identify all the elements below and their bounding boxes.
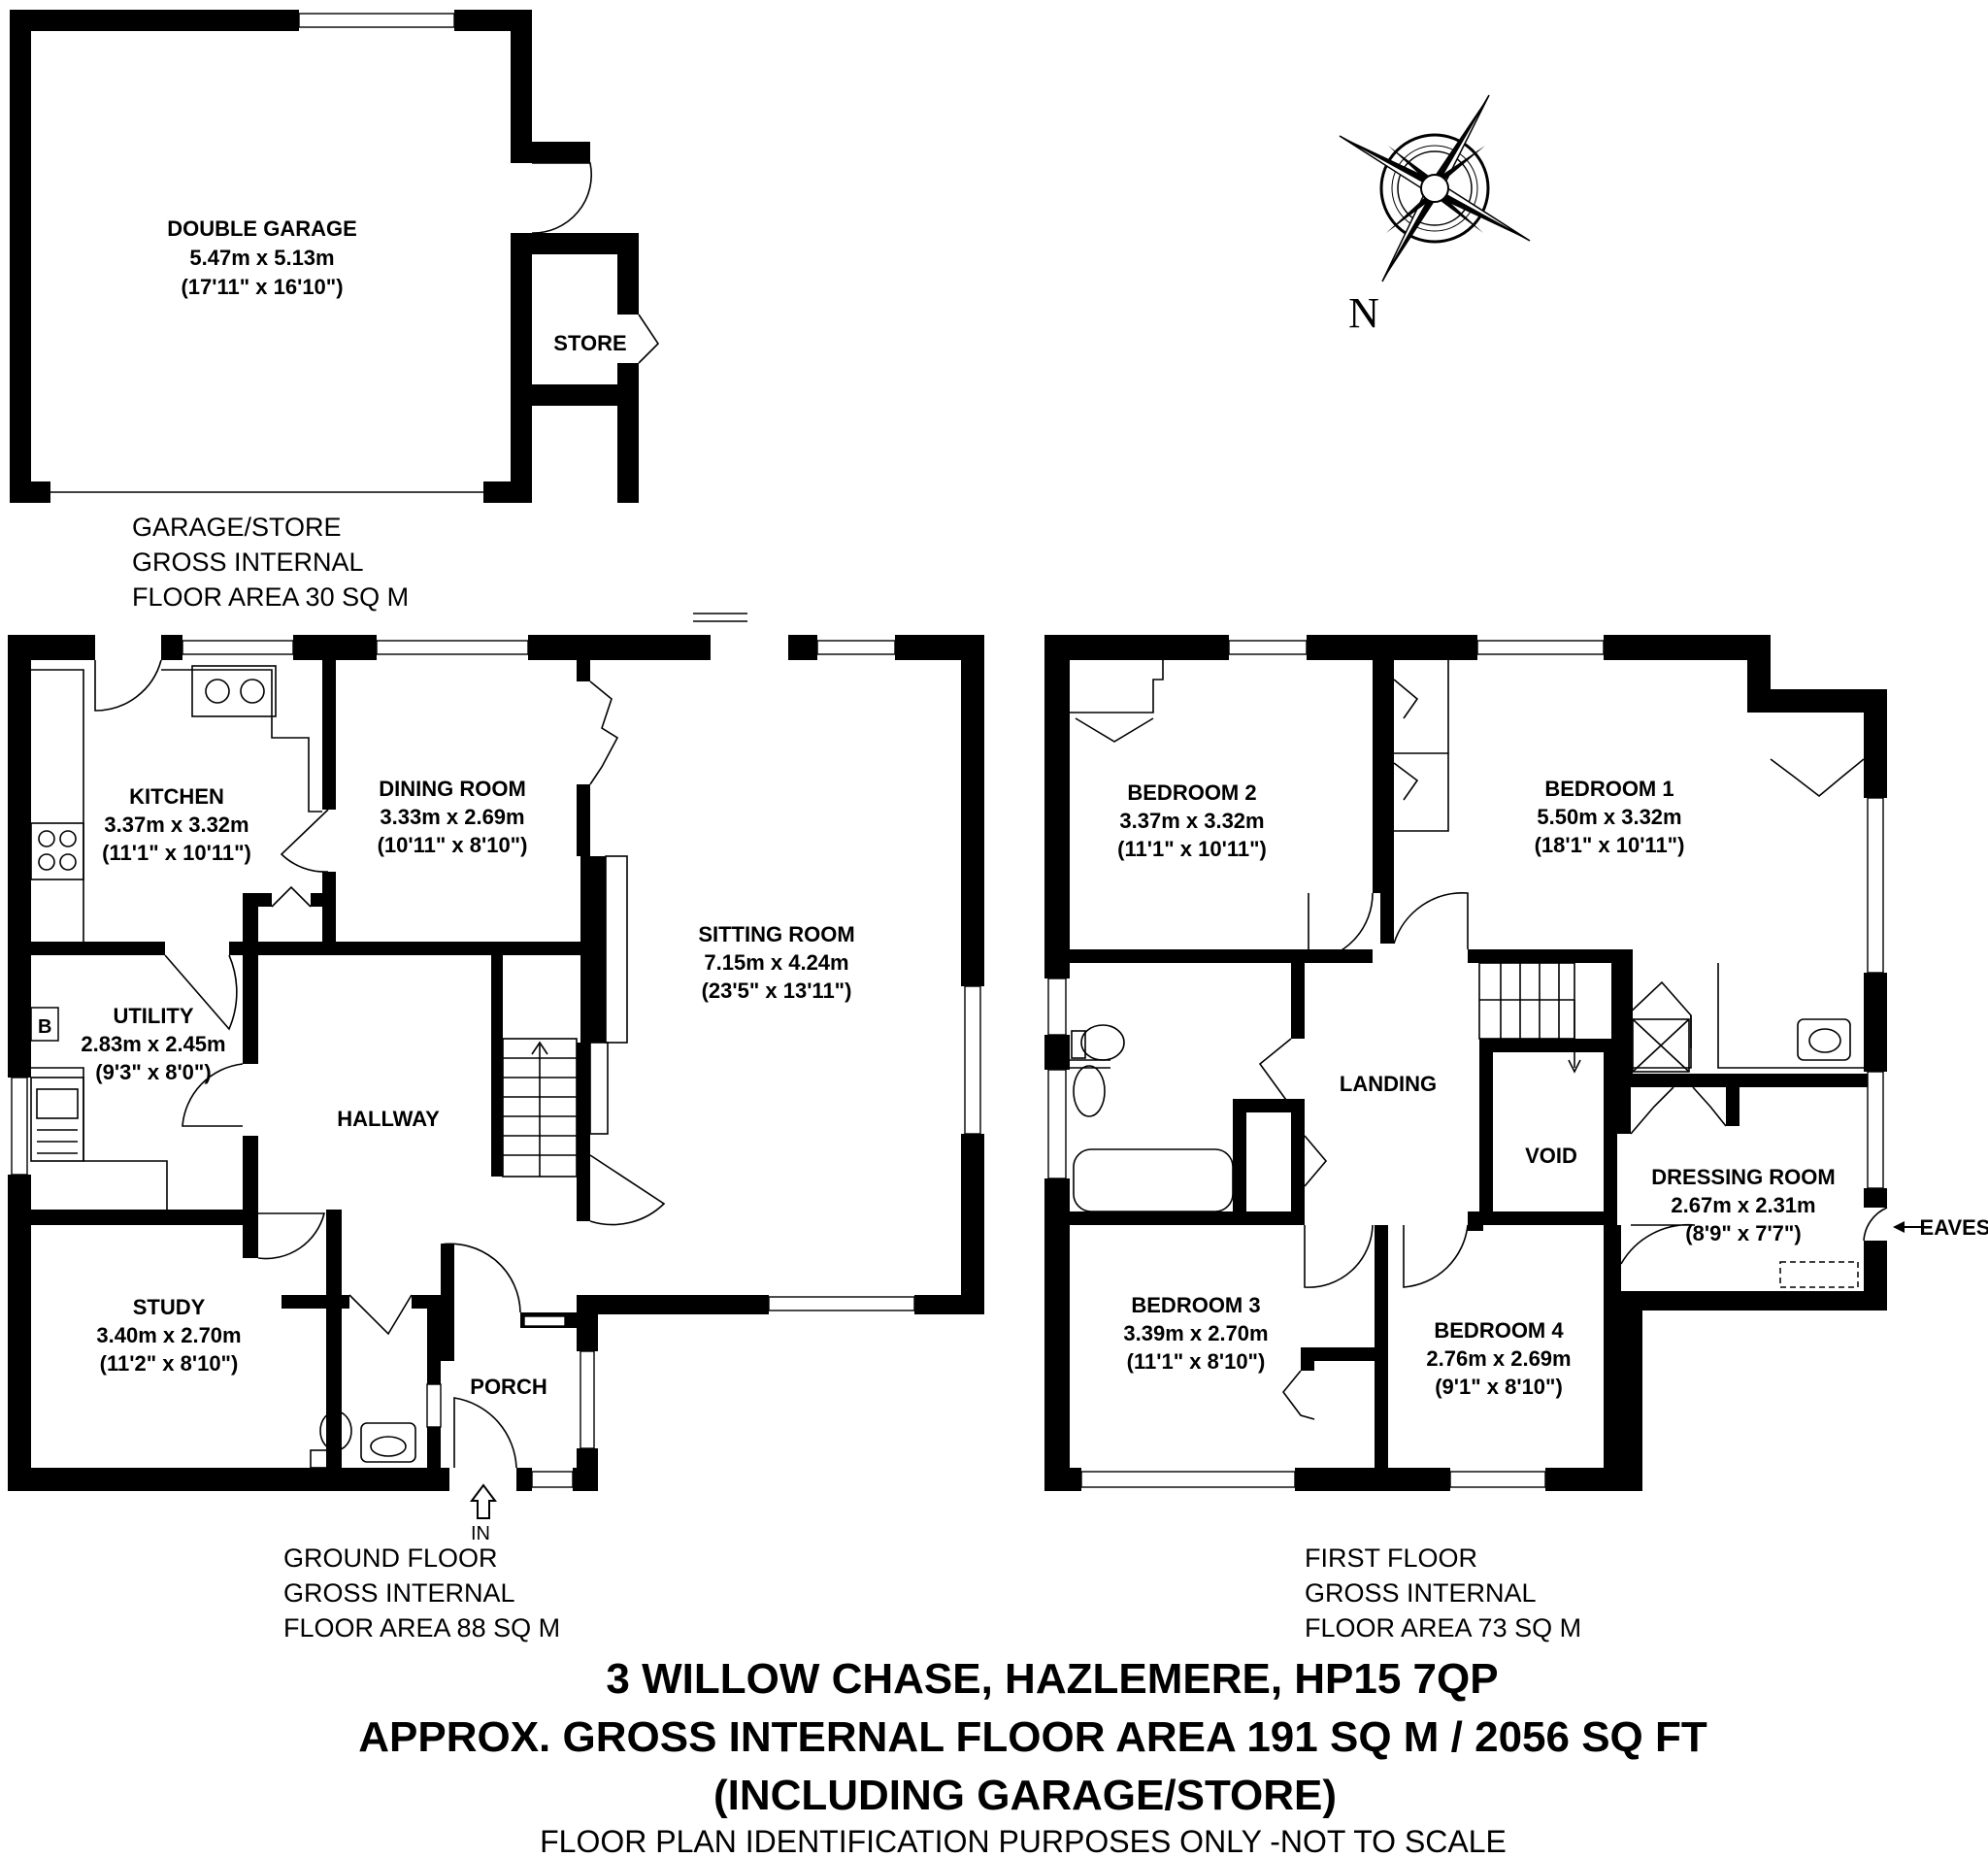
bedroom-1-metric: 5.50m x 3.32m bbox=[1537, 805, 1681, 829]
first-floor-stairs bbox=[1478, 962, 1581, 1074]
boiler-label: B bbox=[38, 1016, 51, 1038]
dressing-room-label: DRESSING ROOM bbox=[1651, 1165, 1835, 1189]
eaves-box bbox=[1779, 1261, 1859, 1288]
ground-stairs bbox=[502, 855, 628, 1178]
bedroom-2-label: BEDROOM 2 bbox=[1127, 780, 1256, 805]
study-label: STUDY bbox=[133, 1295, 206, 1319]
dressing-room-imperial: (8'9" x 7'7") bbox=[1685, 1221, 1801, 1245]
utility-label: UTILITY bbox=[113, 1004, 193, 1028]
ground-area-line3: FLOOR AREA 88 SQ M bbox=[283, 1613, 560, 1642]
address-title: 3 WILLOW CHASE, HAZLEMERE, HP15 7QP bbox=[606, 1655, 1498, 1703]
void-label: VOID bbox=[1525, 1144, 1577, 1168]
first-floor-walls bbox=[1044, 635, 1887, 1491]
kitchen-label: KITCHEN bbox=[129, 784, 224, 809]
north-label: N bbox=[1348, 289, 1379, 337]
ground-area-line2: GROSS INTERNAL bbox=[283, 1578, 515, 1608]
entrance-label: IN bbox=[471, 1523, 490, 1544]
ground-floor-doors bbox=[94, 613, 747, 1469]
bedroom-4-metric: 2.76m x 2.69m bbox=[1426, 1346, 1571, 1371]
double-garage-label: DOUBLE GARAGE bbox=[167, 216, 357, 241]
entrance-arrow-icon bbox=[470, 1483, 497, 1519]
disclaimer-text: FLOOR PLAN IDENTIFICATION PURPOSES ONLY … bbox=[540, 1824, 1507, 1858]
garage-side-door bbox=[531, 162, 593, 234]
ground-floor-walls bbox=[8, 635, 984, 1491]
bedroom-1-label: BEDROOM 1 bbox=[1544, 777, 1673, 801]
double-garage-imperial: (17'11" x 16'10") bbox=[181, 275, 343, 299]
study-metric: 3.40m x 2.70m bbox=[96, 1323, 241, 1347]
dining-room-metric: 3.33m x 2.69m bbox=[380, 805, 524, 829]
first-area-line1: FIRST FLOOR bbox=[1305, 1543, 1477, 1573]
store-door bbox=[638, 314, 660, 364]
ensuite-fittings bbox=[1632, 963, 1868, 1073]
garage-area-line1: GARAGE/STORE bbox=[132, 513, 342, 542]
bedroom-4-imperial: (9'1" x 8'10") bbox=[1435, 1375, 1563, 1399]
first-floor-doors bbox=[1070, 660, 1888, 1420]
including-garage-title: (INCLUDING GARAGE/STORE) bbox=[713, 1772, 1337, 1819]
ground-wc-fittings bbox=[310, 1410, 416, 1469]
store-label: STORE bbox=[553, 331, 626, 355]
garage-area-line2: GROSS INTERNAL bbox=[132, 547, 364, 577]
kitchen-imperial: (11'1" x 10'11") bbox=[102, 841, 251, 865]
porch-label: PORCH bbox=[470, 1375, 547, 1399]
compass-rose-icon bbox=[1339, 94, 1531, 282]
bedroom-3-metric: 3.39m x 2.70m bbox=[1123, 1321, 1268, 1345]
garage-walls bbox=[10, 10, 639, 503]
eaves-arrow-icon bbox=[1893, 1221, 1930, 1233]
double-garage-metric: 5.47m x 5.13m bbox=[189, 246, 334, 270]
bedroom-2-metric: 3.37m x 3.32m bbox=[1119, 809, 1264, 833]
dining-room-label: DINING ROOM bbox=[379, 777, 526, 801]
hallway-label: HALLWAY bbox=[337, 1107, 440, 1131]
bedroom-2-imperial: (11'1" x 10'11") bbox=[1117, 837, 1267, 861]
sitting-room-metric: 7.15m x 4.24m bbox=[704, 950, 848, 975]
bedroom-3-label: BEDROOM 3 bbox=[1131, 1293, 1260, 1317]
bedroom-1-imperial: (18'1" x 10'11") bbox=[1535, 833, 1685, 857]
ground-area-line1: GROUND FLOOR bbox=[283, 1543, 498, 1573]
utility-metric: 2.83m x 2.45m bbox=[81, 1032, 225, 1056]
eaves-label: EAVES bbox=[1920, 1215, 1988, 1240]
kitchen-units bbox=[30, 665, 322, 949]
bedroom-4-label: BEDROOM 4 bbox=[1434, 1318, 1564, 1343]
dining-room-imperial: (10'11" x 8'10") bbox=[378, 833, 528, 857]
garage-area-line3: FLOOR AREA 30 SQ M bbox=[132, 582, 409, 612]
sitting-room-label: SITTING ROOM bbox=[698, 922, 854, 946]
bedroom-3-imperial: (11'1" x 8'10") bbox=[1127, 1349, 1266, 1374]
first-area-line2: GROSS INTERNAL bbox=[1305, 1578, 1537, 1608]
study-imperial: (11'2" x 8'10") bbox=[100, 1351, 239, 1376]
utility-units bbox=[30, 1007, 168, 1210]
landing-label: LANDING bbox=[1340, 1072, 1437, 1096]
utility-imperial: (9'3" x 8'0") bbox=[95, 1060, 211, 1084]
dressing-room-metric: 2.67m x 2.31m bbox=[1671, 1193, 1815, 1217]
kitchen-metric: 3.37m x 3.32m bbox=[104, 813, 248, 837]
total-area-title: APPROX. GROSS INTERNAL FLOOR AREA 191 SQ… bbox=[358, 1713, 1707, 1761]
sitting-room-imperial: (23'5" x 13'11") bbox=[702, 979, 852, 1003]
first-area-line3: FLOOR AREA 73 SQ M bbox=[1305, 1613, 1581, 1642]
bathroom-fittings bbox=[1070, 1024, 1234, 1212]
